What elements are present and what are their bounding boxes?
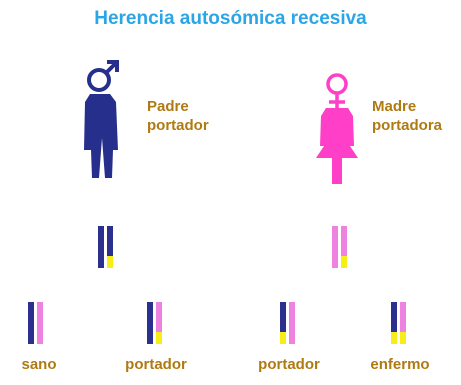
chromosome-pink bbox=[332, 226, 338, 268]
child-label-portador-1: portador bbox=[125, 356, 187, 373]
chromosome-blue bbox=[147, 302, 153, 344]
recessive-allele bbox=[280, 332, 286, 344]
father-label-line1: Padre bbox=[147, 98, 189, 115]
mother-label-line1: Madre bbox=[372, 98, 417, 115]
father-figure bbox=[72, 58, 132, 182]
recessive-allele bbox=[156, 332, 162, 344]
chromosome-blue bbox=[107, 226, 113, 256]
chromosome-pink bbox=[400, 302, 406, 332]
mother-figure bbox=[312, 70, 362, 188]
child-label-enfermo: enfermo bbox=[370, 356, 430, 373]
child-enfermo-chromosomes bbox=[389, 302, 409, 344]
mother-label: Madre portadora bbox=[372, 97, 442, 135]
female-symbol-icon bbox=[326, 73, 348, 110]
child-portador-2-chromosomes bbox=[278, 302, 298, 344]
child-sano-chromosomes bbox=[26, 302, 46, 344]
chromosome-blue bbox=[280, 302, 286, 332]
chromosome-blue bbox=[391, 302, 397, 332]
recessive-allele bbox=[400, 332, 406, 344]
father-label: Padre portador bbox=[147, 97, 209, 135]
father-label-line2: portador bbox=[147, 117, 209, 134]
child-label-portador-2: portador bbox=[258, 356, 320, 373]
chromosome-blue bbox=[98, 226, 104, 268]
mother-chromosomes bbox=[330, 226, 350, 268]
chromosome-blue bbox=[28, 302, 34, 344]
male-symbol-icon bbox=[87, 60, 119, 92]
recessive-allele bbox=[391, 332, 397, 344]
chromosome-pink bbox=[37, 302, 43, 344]
recessive-allele bbox=[107, 256, 113, 268]
chromosome-pink bbox=[289, 302, 295, 344]
recessive-allele bbox=[341, 256, 347, 268]
mother-label-line2: portadora bbox=[372, 117, 443, 134]
chromosome-pink bbox=[341, 226, 347, 256]
diagram-title: Herencia autosómica recesiva bbox=[94, 8, 367, 29]
child-label-sano: sano bbox=[21, 356, 57, 373]
father-chromosomes bbox=[96, 226, 116, 268]
child-portador-1-chromosomes bbox=[145, 302, 165, 344]
chromosome-pink bbox=[156, 302, 162, 332]
